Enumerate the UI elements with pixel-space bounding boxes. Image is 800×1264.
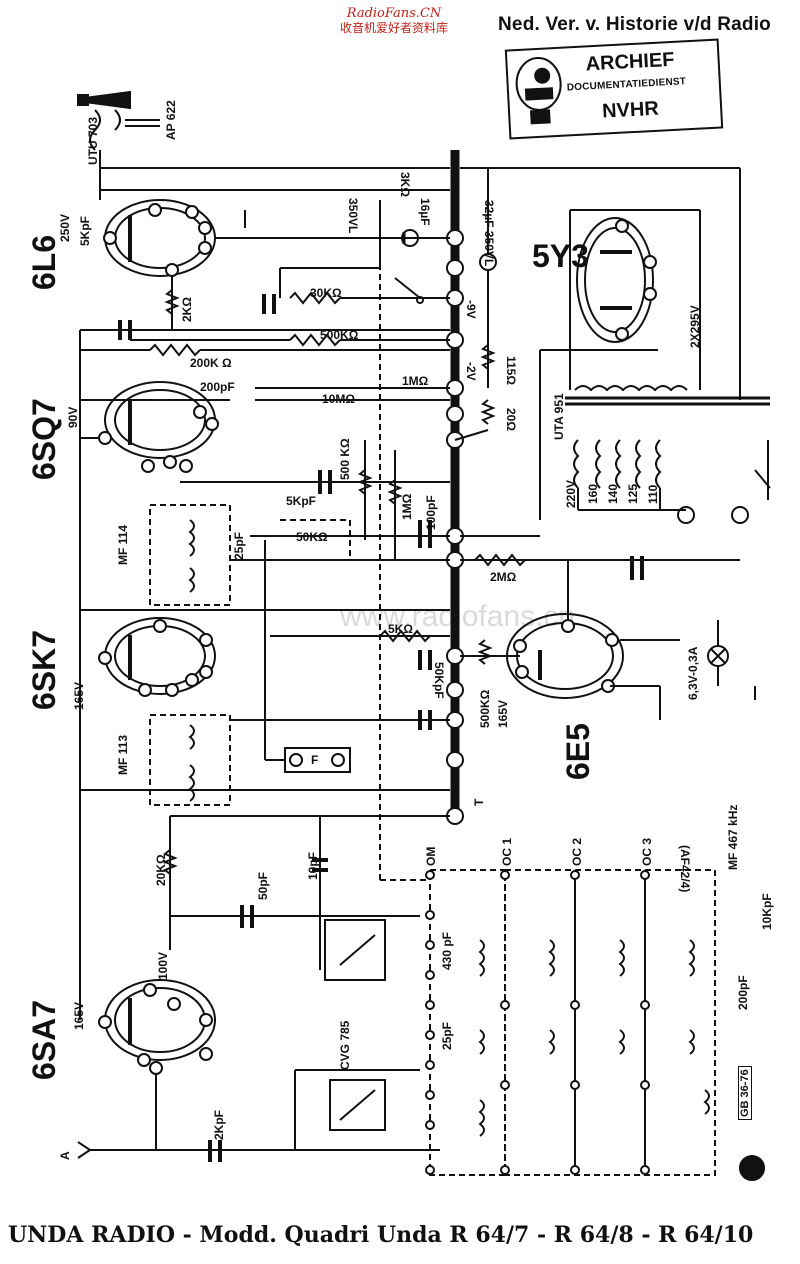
if-transformer-113 [149,714,231,806]
label-350vl: 350VL [346,198,360,234]
label-25pf-b: 25pF [440,1021,454,1050]
source-en: RadioFans.CN [346,6,442,21]
label-oc2: OC 2 [570,837,584,866]
label-10kpf: 10KpF [760,893,774,930]
label-200k: 200K Ω [190,356,232,370]
if-transformer-114 [149,504,231,606]
label-220v: 220V [564,479,578,508]
label-mf114: MF 114 [116,524,130,565]
bus-node [446,259,464,277]
label-oc1: OC 1 [500,837,514,866]
label-100pf: 100pF [424,495,438,530]
label-200pf-note: 200pF [736,975,750,1010]
label-1m-a: 1MΩ [402,374,429,388]
label-5kpf: 5KpF [78,216,92,246]
label-2k: 2KΩ [180,297,194,322]
label-ground: T [472,798,486,806]
label-1m-b: 1MΩ [400,493,414,520]
gb-roundel-icon [739,1155,765,1181]
label-500k-b: 500KΩ [478,689,492,728]
label-110: 110 [646,484,660,504]
tube-6sa7 [104,979,216,1061]
label-om: OM [424,846,438,866]
label-oc3: OC 3 [640,837,654,866]
archive-stamp: ARCHIEF DOCUMENTATIEDIENST NVHR [504,38,724,140]
band-panel-oc2 [574,869,646,1176]
label-165v-c: 165V [72,1001,86,1030]
label-50pf: 50pF [256,871,270,900]
label-2kpf: 2KpF [212,1110,226,1140]
label-5k: 5KΩ [388,622,413,636]
source-cn: 收音机爱好者资料库 [340,21,449,35]
label-m9v: -9V [464,300,478,319]
label-500k: 500KΩ [320,328,359,342]
source-watermark: RadioFans.CN 收音机爱好者资料库 [340,6,448,36]
archive-title: Ned. Ver. v. Historie v/d Radio [498,14,771,35]
label-if-freq: MF 467 kHz [726,804,740,870]
footer-title: UNDA RADIO - Modd. Quadri Unda R 64/7 - … [8,1222,754,1248]
label-ap622: AP 622 [164,100,178,140]
label-16uf: 16µF [418,198,432,226]
label-50kpf: 50KpF [432,662,446,699]
label-gb-code: GB 36-76 [738,1066,752,1120]
label-3k: 3KΩ [398,172,412,197]
label-10m: 10MΩ [322,392,355,406]
tube-label-6l6: 6L6 [26,234,62,290]
label-10pf: 10pF [306,851,320,880]
label-125: 125 [626,483,640,504]
label-30k: 30KΩ [310,286,342,300]
label-430pf: 430 pF [440,931,454,970]
tube-label-5y3: 5Y3 [532,238,589,274]
band-panel-oc1 [504,869,576,1176]
label-165v-b: 165V [496,699,510,728]
label-mf113: MF 113 [116,734,130,775]
label-50k: 50KΩ [296,530,328,544]
label-pilot-lamp: 6,3V-0,3A [686,646,700,700]
label-m2v: -2V [464,362,478,381]
label-200pf: 200pF [200,380,235,394]
label-2m: 2MΩ [490,570,517,584]
tube-label-6sa7: 6SA7 [26,999,62,1080]
label-25pf: 25pF [232,531,246,560]
label-32uf: 32µF 350VL [482,200,496,267]
bus-node [446,681,464,699]
tube-label-6e5: 6E5 [560,723,596,780]
label-coilset: (AF42/4) [678,845,692,893]
label-5kpf-b: 5KpF [286,494,316,508]
tube-logo-icon [515,56,562,125]
band-panel-oc3 [644,869,716,1176]
label-pot500k: 500 KΩ [338,438,352,480]
label-20: 20Ω [504,408,518,431]
label-250v: 250V [58,213,72,242]
label-utu703: UTU 703 [86,116,100,165]
label-165v: 165V [72,681,86,710]
label-90v: 90V [66,406,80,428]
bus-node [446,405,464,423]
label-cvg785: CVG 785 [338,1020,352,1070]
label-2x295v: 2X295V [688,305,702,348]
label-160: 160 [586,483,600,504]
label-20k: 20KΩ [154,854,168,886]
tube-label-6sk7: 6SK7 [26,629,62,710]
label-100v: 100V [156,951,170,980]
label-fuse: F [311,753,319,767]
tube-5y3 [576,217,654,343]
tube-label-6sq7: 6SQ7 [26,398,62,480]
antenna-icon [77,1141,92,1159]
speaker-icon [84,90,131,110]
label-antenna: A [58,1151,72,1160]
label-140: 140 [606,483,620,504]
tuning-capacitor [324,919,386,981]
label-115: 115Ω [504,356,518,385]
bus-node [446,751,464,769]
tube-6sq7 [104,381,216,459]
label-uta951: UTA 951 [552,393,566,440]
